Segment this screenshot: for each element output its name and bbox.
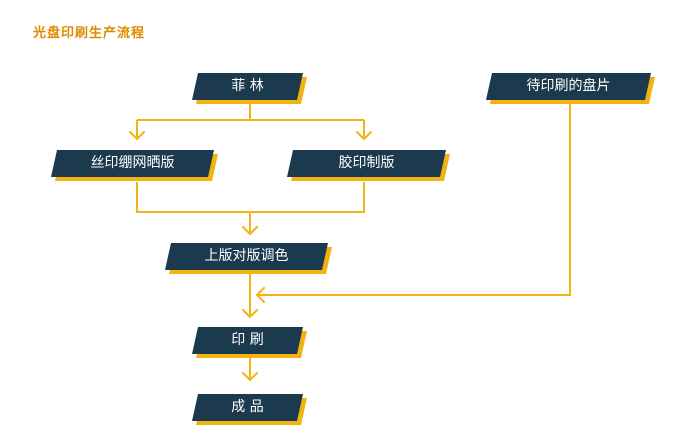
node-screen-plate: 丝印绷网晒版 <box>90 155 175 171</box>
arrowhead-offset <box>356 131 372 140</box>
node-mount-plate: 上版对版调色 <box>204 248 289 264</box>
connector-merge <box>136 182 365 232</box>
box-screen-plate <box>51 150 218 181</box>
node-discs: 待印刷的盘片 <box>526 78 611 94</box>
arrowhead-discs <box>256 287 265 303</box>
arrowhead-print <box>242 309 258 318</box>
box-mount-plate <box>165 243 332 274</box>
arrowhead-mount <box>242 226 258 235</box>
box-printing <box>192 327 307 358</box>
node-offset-plate: 胶印制版 <box>338 155 395 171</box>
box-offset-plate <box>287 150 450 181</box>
node-printing: 印 刷 <box>231 332 264 348</box>
box-finished <box>192 394 307 425</box>
arrowhead-finish <box>242 372 258 381</box>
box-discs <box>486 73 655 104</box>
page-title: 光盘印刷生产流程 <box>33 26 146 41</box>
node-film: 菲 林 <box>231 78 264 94</box>
connector-discs <box>258 100 571 296</box>
node-finished: 成 品 <box>231 399 264 415</box>
box-film <box>192 73 307 104</box>
connector-film-split <box>136 100 365 137</box>
arrowhead-screen <box>129 131 145 140</box>
